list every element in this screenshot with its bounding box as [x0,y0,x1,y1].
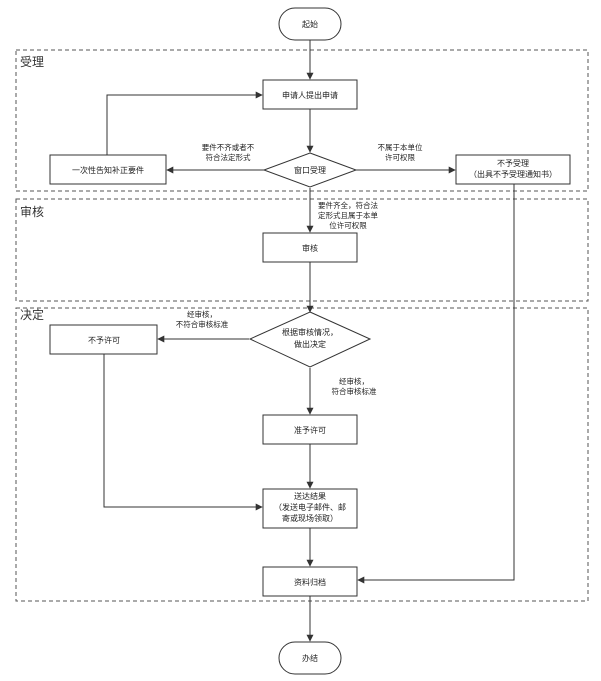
node-review: 审核 [262,232,358,263]
section-decision-label: 决定 [20,307,44,322]
label-not-unit-line1: 不属于本单位 [378,142,423,152]
label-complete-line2: 定形式且属于本单 [318,210,378,220]
node-reject-accept-line1: 不予受理 [497,158,529,168]
node-end-label: 办结 [302,653,318,663]
node-start-label: 起始 [302,19,318,29]
label-fail-line1: 经审核， [187,309,217,319]
node-archive-label: 资料归档 [294,577,326,587]
node-apply: 申请人提出申请 [262,79,358,110]
node-decide-line1: 根据审核情况， [282,327,338,337]
node-review-label: 审核 [302,243,318,253]
label-incomplete-line2: 符合法定形式 [206,152,251,162]
node-start: 起始 [278,7,342,41]
node-deliver-line2: （发送电子邮件、邮 [274,502,346,512]
edge-deny-deliver [103,354,263,511]
label-complete-line1: 要件齐全，符合法 [318,200,378,210]
node-decide-decision: 根据审核情况， 做出决定 [248,311,372,368]
node-archive: 资料归档 [262,566,358,597]
section-decision: 决定 [15,307,589,602]
node-deliver-line3: 寄或现场领取） [282,513,338,523]
section-review: 审核 [15,198,589,302]
node-reject-accept: 不予受理 （出具不予受理通知书） [455,154,571,185]
node-decide-line2: 做出决定 [294,339,326,349]
label-pass-line1: 经审核， [339,376,369,386]
node-deliver-line1: 送达结果 [294,491,326,501]
section-acceptance-label: 受理 [20,55,44,69]
label-fail-line2: 不符合审核标准 [176,319,229,329]
section-acceptance: 受理 [15,49,589,192]
node-grant-label: 准予许可 [294,425,326,435]
node-end: 办结 [278,641,342,675]
node-window-label: 窗口受理 [294,165,326,175]
node-reject-accept-line2: （出具不予受理通知书） [469,169,557,179]
edge-labels: 要件不齐或者不 符合法定形式 不属于本单位 许可权限 要件齐全，符合法 定形式且… [176,142,423,396]
label-incomplete-line1: 要件不齐或者不 [202,142,255,152]
node-notify-once: 一次性告知补正要件 [49,154,167,185]
edge-notify-apply [106,91,263,155]
node-grant: 准予许可 [262,414,358,445]
node-deliver: 送达结果 （发送电子邮件、邮 寄或现场领取） [262,488,358,529]
node-deny-label: 不予许可 [88,335,120,345]
node-deny: 不予许可 [49,324,158,355]
node-apply-label: 申请人提出申请 [282,90,338,100]
section-review-label: 审核 [20,204,44,219]
label-complete-line3: 位许可权限 [329,220,367,230]
node-notify-once-label: 一次性告知补正要件 [72,165,144,175]
node-window-decision: 窗口受理 [262,152,358,188]
label-not-unit-line2: 许可权限 [385,152,415,162]
edge-reject-archive [357,184,515,584]
connectors [103,40,515,642]
label-pass-line2: 符合审核标准 [332,386,377,396]
